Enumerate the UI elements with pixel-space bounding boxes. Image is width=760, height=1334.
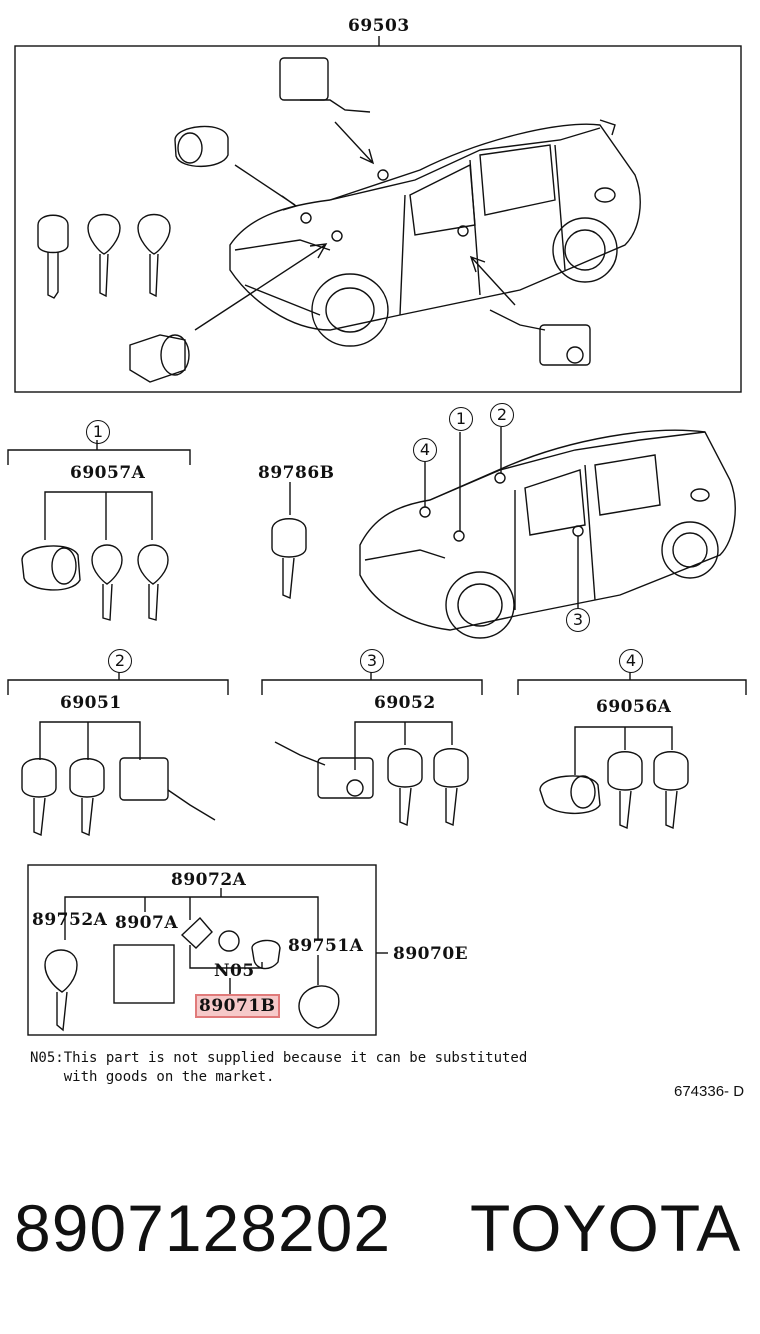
group4-ref: 4: [619, 649, 643, 673]
top-components: [129, 57, 591, 383]
transmitter-key-label: 89752A: [32, 910, 108, 930]
transmitter-frame: [27, 864, 377, 1036]
car-ref-4: 4: [413, 438, 437, 462]
car-ref-1: 1: [449, 407, 473, 431]
transmitter-sub-label: 8907A: [115, 913, 179, 933]
group1-part-label: 69057A: [70, 463, 146, 483]
top-car-outline: [229, 119, 641, 347]
car-ref-2: 2: [490, 403, 514, 427]
group1-ref: 1: [86, 420, 110, 444]
transmitter-upper-label: 89072A: [171, 870, 247, 890]
assembly-top-label: 69503: [348, 16, 410, 36]
group3-part-label: 69052: [374, 693, 436, 713]
group4-part-label: 69056A: [596, 697, 672, 717]
car-ref-3: 3: [566, 608, 590, 632]
group2-part-label: 69051: [60, 693, 122, 713]
highlighted-part-label: 89071B: [195, 994, 280, 1018]
n05-label: N05: [214, 961, 255, 981]
footer-part-number: 8907128202: [14, 1191, 392, 1265]
case-label: 89751A: [288, 936, 364, 956]
group2-ref: 2: [108, 649, 132, 673]
footer-brand: TOYOTA: [470, 1191, 742, 1265]
top-keys: [37, 213, 171, 299]
single-key-label: 89786B: [258, 463, 335, 483]
note-line-2: with goods on the market.: [30, 1069, 275, 1085]
catalog-id: 674336- D: [674, 1083, 745, 1100]
group3-ref: 3: [360, 649, 384, 673]
note-line-1: N05:This part is not supplied because it…: [30, 1050, 528, 1066]
top-assembly-frame: [14, 45, 742, 393]
transmitter-assembly-label: 89070E: [393, 944, 469, 964]
right-car-outline: [359, 429, 736, 639]
